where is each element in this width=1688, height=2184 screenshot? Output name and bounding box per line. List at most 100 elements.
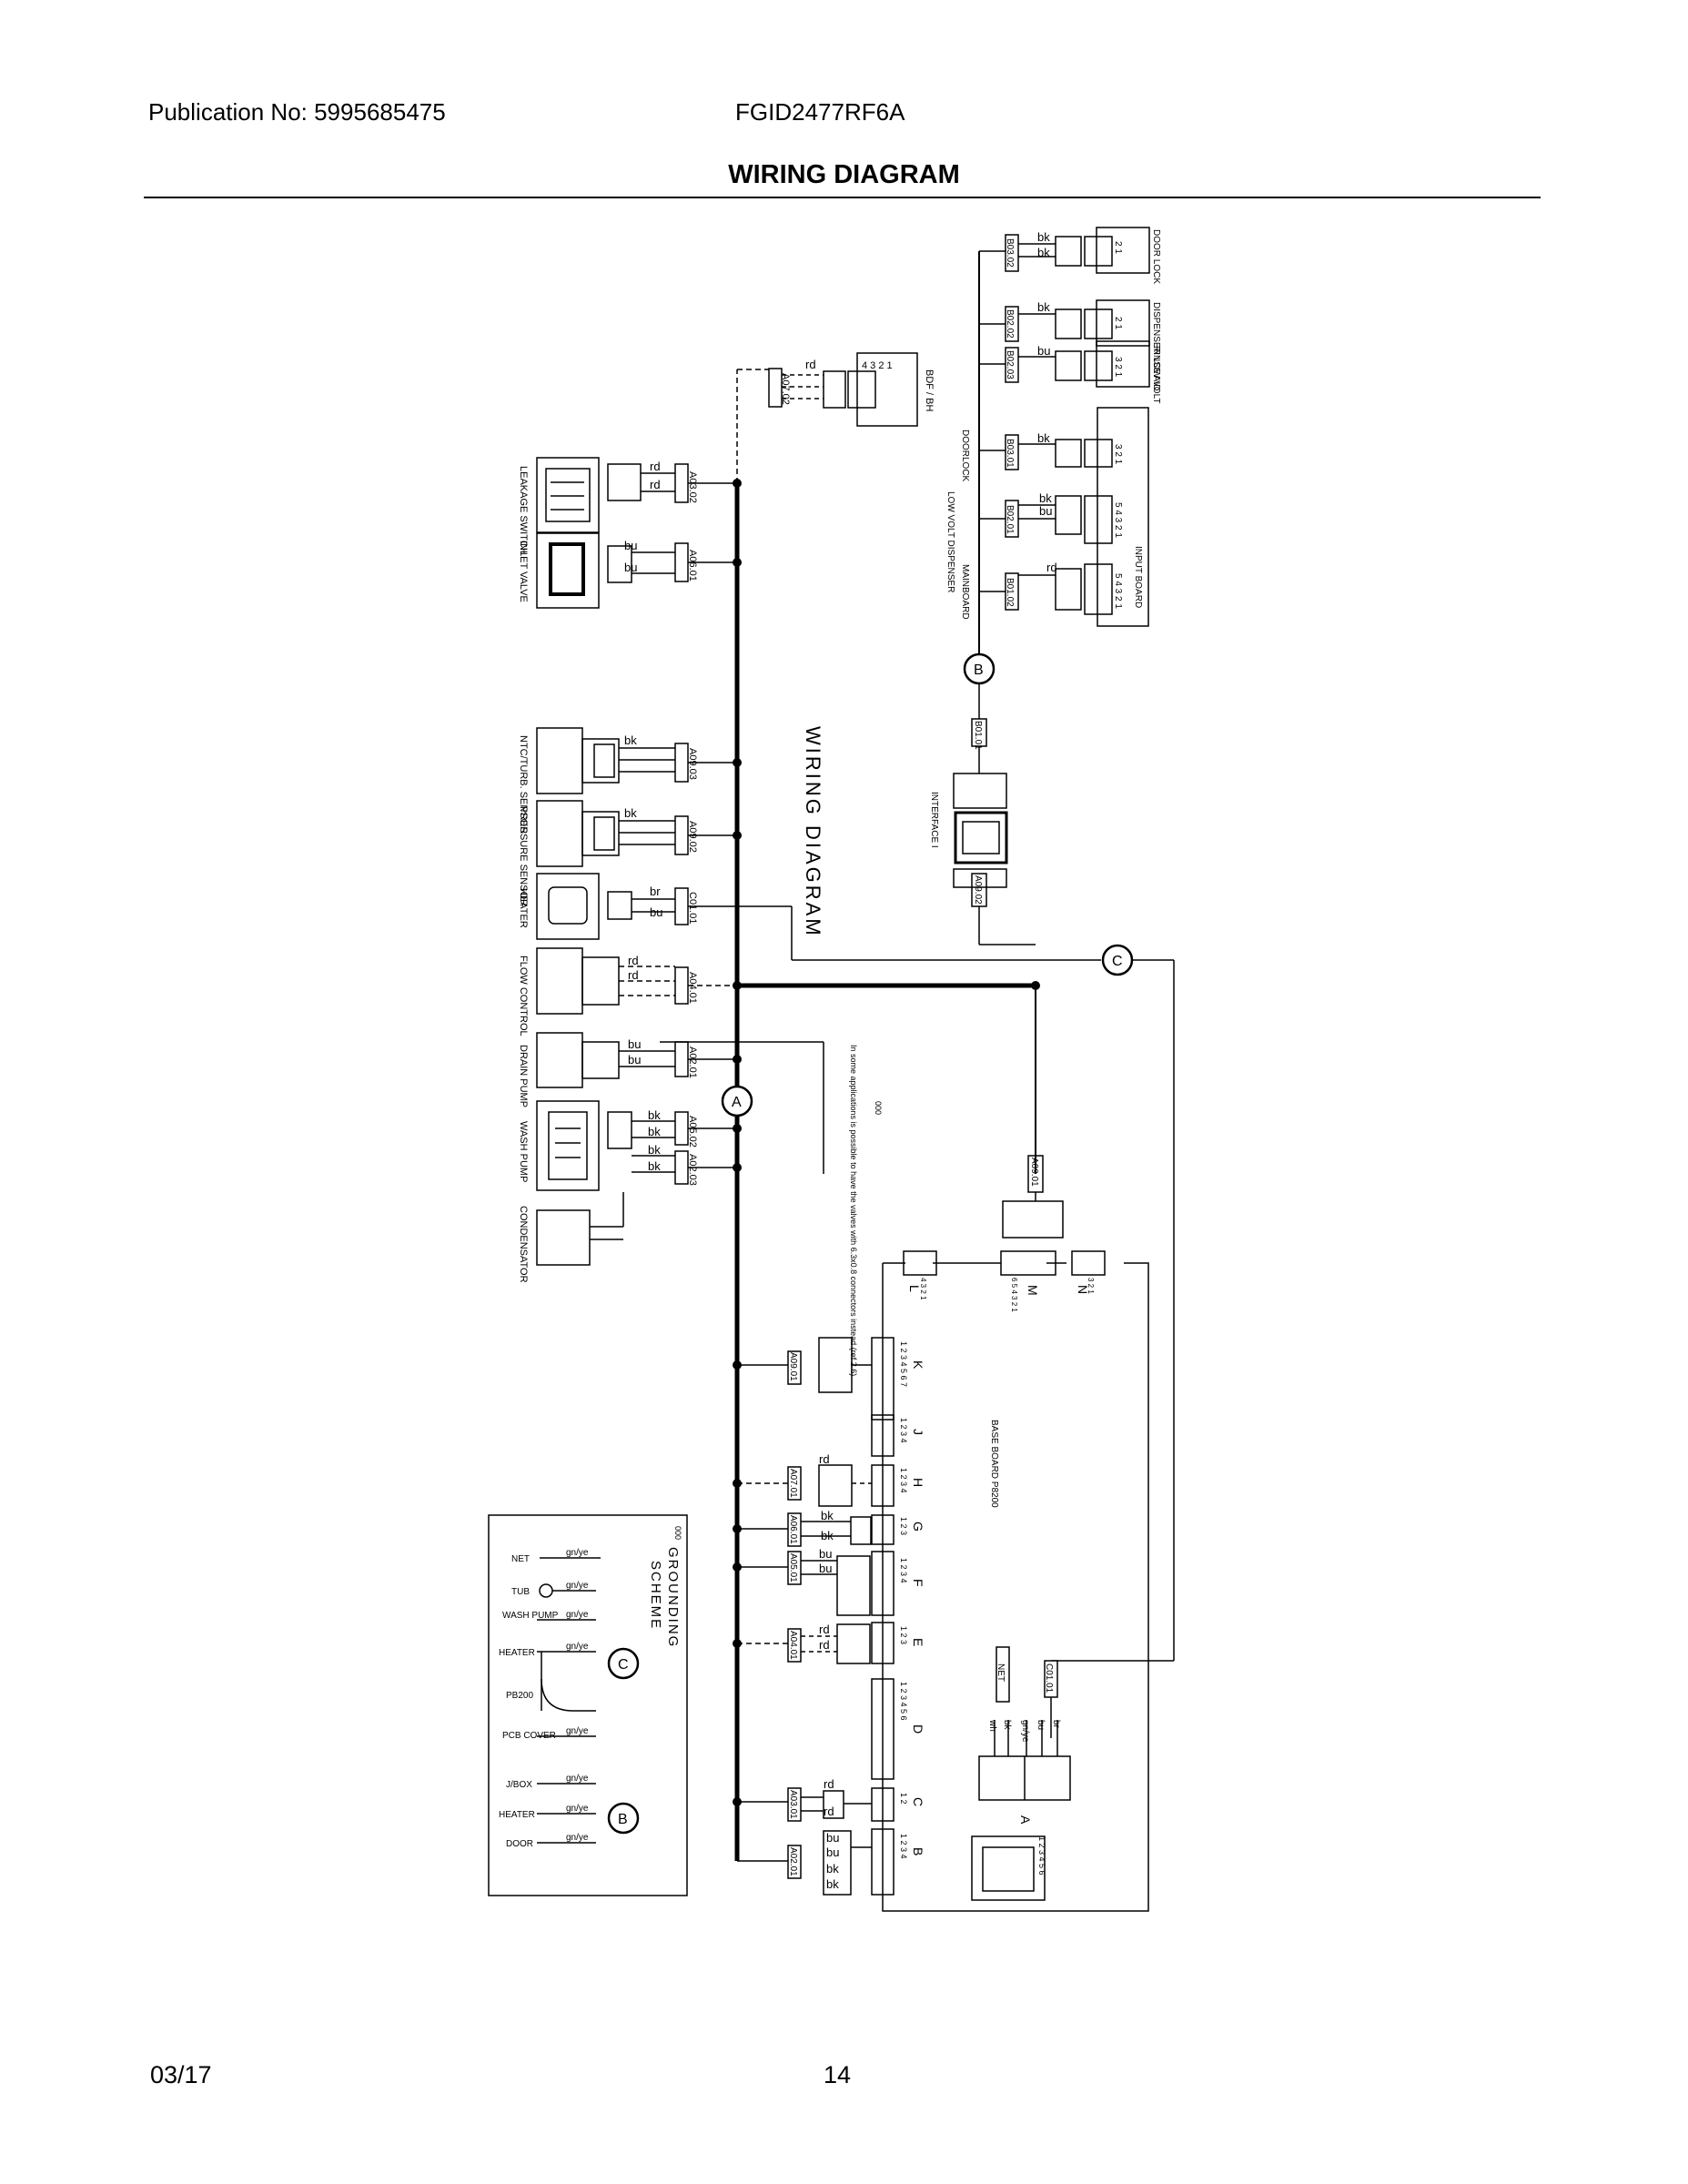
- connector-n-letter: N: [1076, 1285, 1090, 1294]
- connector-b-letter: B: [911, 1847, 925, 1855]
- base-connector-d: [871, 1678, 895, 1780]
- model-number: FGID2477RF6A: [735, 98, 905, 126]
- lowvolt-row-wire-2: bu: [1039, 504, 1052, 518]
- lowvolt-row-pins: 5 4 3 2 1: [1113, 502, 1123, 538]
- connector-b-conn: A02.01: [788, 1847, 798, 1876]
- dispenser-wire: bk: [1037, 300, 1050, 314]
- door-lock-wire-1: bk: [1037, 230, 1050, 244]
- wash-pump-wire-4: bk: [648, 1159, 661, 1173]
- ground-jbox-label: J/BOX: [506, 1780, 532, 1790]
- bdf-conn: A07.02: [780, 373, 791, 405]
- connector-f-wire-1: bu: [819, 1547, 832, 1561]
- base-connector-j: [871, 1414, 895, 1457]
- power-wire-gnye: gn/ye: [1020, 1720, 1030, 1743]
- connector-m-letter: M: [1026, 1285, 1040, 1296]
- grounding-box: [488, 1514, 688, 1896]
- connector-l-letter: L: [907, 1285, 922, 1292]
- connector-c-letter: C: [911, 1797, 925, 1806]
- connector-c-pins: 1 2: [899, 1793, 908, 1805]
- ntc-sensor-wire: bk: [624, 733, 637, 747]
- bdf-label: BDF / BH: [924, 369, 935, 412]
- door-lock-conn: B03.02: [1005, 238, 1015, 268]
- interface-i: [953, 683, 1036, 945]
- power-wire-bk: bk: [1002, 1720, 1012, 1731]
- leakage-switch-conn: A03.02: [687, 471, 698, 503]
- pressure-sensor-conn: A09.02: [687, 821, 698, 853]
- title-rule: [144, 197, 1541, 198]
- ground-heater1-wire: gn/ye: [566, 1642, 589, 1652]
- drain-pump-wire-2: bu: [628, 1053, 641, 1067]
- footer-page-number: 14: [824, 2061, 852, 2088]
- connector-b-pins: 1 2 3 4: [899, 1834, 908, 1859]
- grounding-ref: 000: [673, 1526, 682, 1540]
- dispenser-low-volt: [979, 299, 1150, 347]
- door-lock-pins: 2 1: [1113, 241, 1123, 254]
- connector-g-conn: A06.01: [788, 1515, 798, 1544]
- ground-pcbcover-label: PCB COVER: [502, 1731, 556, 1741]
- drain-pump-wire-1: bu: [628, 1037, 641, 1051]
- connector-e-wire-2: rd: [819, 1638, 830, 1652]
- base-connector-g: [737, 1512, 895, 1547]
- flow-control-conn: A04.01: [687, 972, 698, 1004]
- door-lock: [979, 227, 1150, 274]
- mainboard-row-conn: B01.02: [1005, 578, 1015, 607]
- connector-g-pins: 1 2 3: [899, 1517, 908, 1535]
- connector-e-letter: E: [911, 1638, 925, 1646]
- flow-control: [536, 947, 737, 1015]
- connector-b-wire-4: bk: [826, 1877, 839, 1891]
- base-board-label: BASE BOARD P8200: [989, 1420, 999, 1508]
- connector-j-pins: 1 2 3 4: [899, 1418, 908, 1443]
- connector-c-wire-2: rd: [824, 1805, 834, 1818]
- lowvolt-row-conn: B02.01: [1005, 505, 1015, 534]
- ground-tub-label: TUB: [511, 1587, 530, 1597]
- bdf-wire: rd: [805, 358, 816, 371]
- grounding-node-c: [607, 1647, 640, 1680]
- ground-heater2-label: HEATER: [499, 1810, 535, 1820]
- connector-m-pins: 6 5 4 3 2 1: [1010, 1278, 1018, 1312]
- connector-l-pins: 4 3 2 1: [919, 1278, 927, 1300]
- grounding-node-c-label: C: [618, 1657, 629, 1673]
- doorlock-row-conn: B03.01: [1005, 439, 1015, 468]
- grounding-title-1: GROUNDING: [665, 1547, 681, 1648]
- connector-e-pins: 1 2 3: [899, 1626, 908, 1644]
- drain-pump-conn: A02.01: [687, 1046, 698, 1078]
- connector-g-wire-2: bk: [821, 1529, 834, 1542]
- connector-e-wire-1: rd: [819, 1623, 830, 1636]
- power-wire-br: br: [1051, 1720, 1061, 1729]
- wash-pump-label: WASH PUMP: [518, 1121, 529, 1182]
- connector-k-letter: K: [911, 1360, 925, 1370]
- page-title: WIRING DIAGRAM: [728, 160, 960, 189]
- inlet-valve-conn: A06.01: [687, 550, 698, 581]
- condensator-label: CONDENSATOR: [518, 1206, 529, 1283]
- inlet-valve-label: INLET VALVE: [518, 541, 529, 602]
- connector-a-pins: 1 2 3 4 5 6: [1037, 1836, 1046, 1876]
- connector-a-letter: A: [1018, 1815, 1033, 1825]
- connector-f-letter: F: [911, 1579, 925, 1587]
- power-terminal-strip: [978, 1646, 1071, 1801]
- footer-date: 03/17: [150, 2061, 212, 2088]
- connector-b-wire-3: bk: [826, 1862, 839, 1876]
- ground-pb200-label: PB200: [506, 1691, 533, 1701]
- drain-pump: [536, 1032, 737, 1088]
- grounding-node-b-label: B: [618, 1812, 628, 1827]
- note-ref: 000: [874, 1101, 883, 1115]
- ntc-turb-sensor: [536, 727, 737, 794]
- inlet-valve: [536, 532, 737, 609]
- drain-pump-label: DRAIN PUMP: [518, 1045, 529, 1107]
- base-connector-b: [737, 1828, 895, 1896]
- mainboard-row-wire: rd: [1046, 561, 1057, 574]
- base-board: [882, 1250, 1149, 1912]
- connector-c-wire-1: rd: [824, 1777, 834, 1791]
- connector-d-letter: D: [911, 1724, 925, 1734]
- dispenser-conn: B02.02: [1005, 309, 1015, 339]
- rinse-aid: [979, 340, 1150, 388]
- flow-control-wire-1: rd: [628, 954, 639, 967]
- ground-washpump-wire: gn/ye: [566, 1610, 589, 1620]
- connector-g-wire-1: bk: [821, 1509, 834, 1522]
- input-board-label: INPUT BOARD: [1133, 546, 1143, 608]
- doorlock-row-pins: 3 2 1: [1113, 444, 1123, 465]
- connector-f-pins: 1 2 3 4: [899, 1558, 908, 1583]
- rinse-aid-pins: 3 2 1: [1113, 357, 1123, 378]
- wash-pump-wire-1: bk: [648, 1108, 661, 1122]
